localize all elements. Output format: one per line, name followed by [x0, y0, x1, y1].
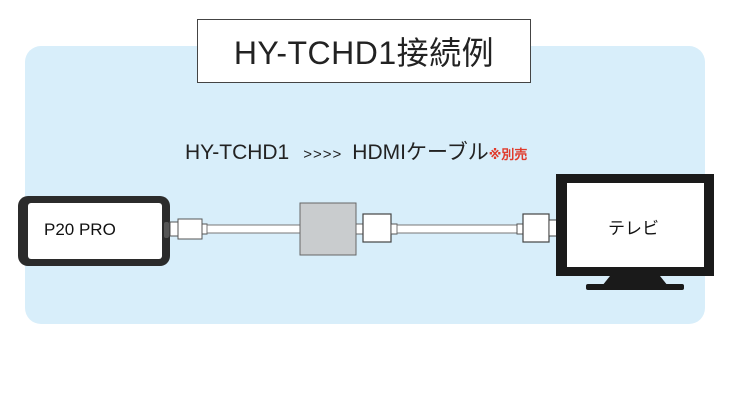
cable-name: HDMIケーブル: [352, 141, 489, 164]
hdmi-cable: [396, 224, 518, 234]
hdmi-plug-right: [516, 213, 558, 243]
adapter-cable: [206, 224, 301, 234]
phone-label: P20 PRO: [44, 220, 116, 239]
tv-device: [556, 174, 714, 290]
page-title: HY-TCHD1接続例: [197, 19, 531, 83]
product-name: HY-TCHD1: [185, 141, 290, 164]
phone-device: [18, 196, 170, 266]
arrows-symbol: >>>>: [303, 146, 343, 163]
tv-label: テレビ: [608, 219, 659, 238]
usb-c-plug: [169, 218, 208, 240]
sold-separately-note: ※別売: [488, 147, 528, 162]
hdmi-plug-left: [362, 213, 398, 243]
connection-caption: HY-TCHD1 >>>> HDMIケーブル※別売: [185, 136, 625, 164]
hdmi-adapter: [299, 202, 364, 256]
